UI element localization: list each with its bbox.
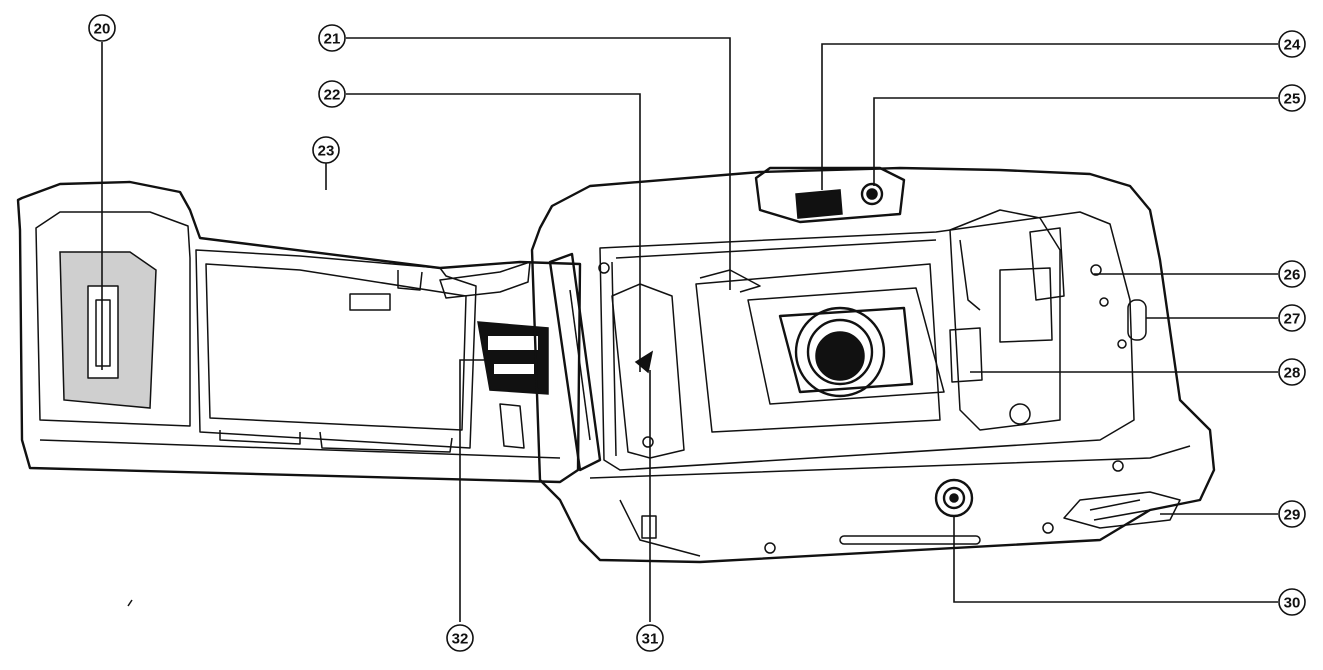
film-gate [695,263,945,433]
callout-28-label: 28 [1284,365,1301,382]
film-rail-left [598,262,761,459]
callout-29: 29 [1278,500,1306,528]
tripod-socket [934,478,974,518]
callout-30: 30 [1278,588,1306,616]
spool-chamber [949,209,1147,431]
callout-22-label: 22 [324,87,341,104]
callout-27: 27 [1278,304,1306,332]
callout-31-label: 31 [642,631,659,648]
stray-mark [127,599,133,607]
callout-23: 23 [312,136,340,164]
callout-28: 28 [1278,358,1306,386]
dx-contact-plate [477,321,549,395]
viewfinder-eyepiece [754,166,906,224]
door-hinge [548,252,602,472]
open-back-door [16,180,582,484]
callout-25: 25 [1278,84,1306,112]
callout-23-label: 23 [318,143,335,160]
callout-32-label: 32 [452,631,469,648]
callout-27-label: 27 [1284,311,1301,328]
cartridge-pad [59,251,157,409]
callout-29-label: 29 [1284,507,1301,524]
callout-30-label: 30 [1284,595,1301,612]
camera-body [530,166,1216,564]
battery-cover [1063,491,1181,529]
callout-21: 21 [318,24,346,52]
callout-20-label: 20 [94,21,111,38]
callout-26: 26 [1278,260,1306,288]
callout-21-label: 21 [324,31,341,48]
callout-25-label: 25 [1284,91,1301,108]
leader-lines [101,37,1278,622]
callout-24-label: 24 [1284,37,1301,54]
callout-26-label: 26 [1284,267,1301,284]
callout-31: 31 [636,624,664,652]
callout-22: 22 [318,80,346,108]
callout-20: 20 [88,14,116,42]
callout-24: 24 [1278,30,1306,58]
callout-32: 32 [446,624,474,652]
